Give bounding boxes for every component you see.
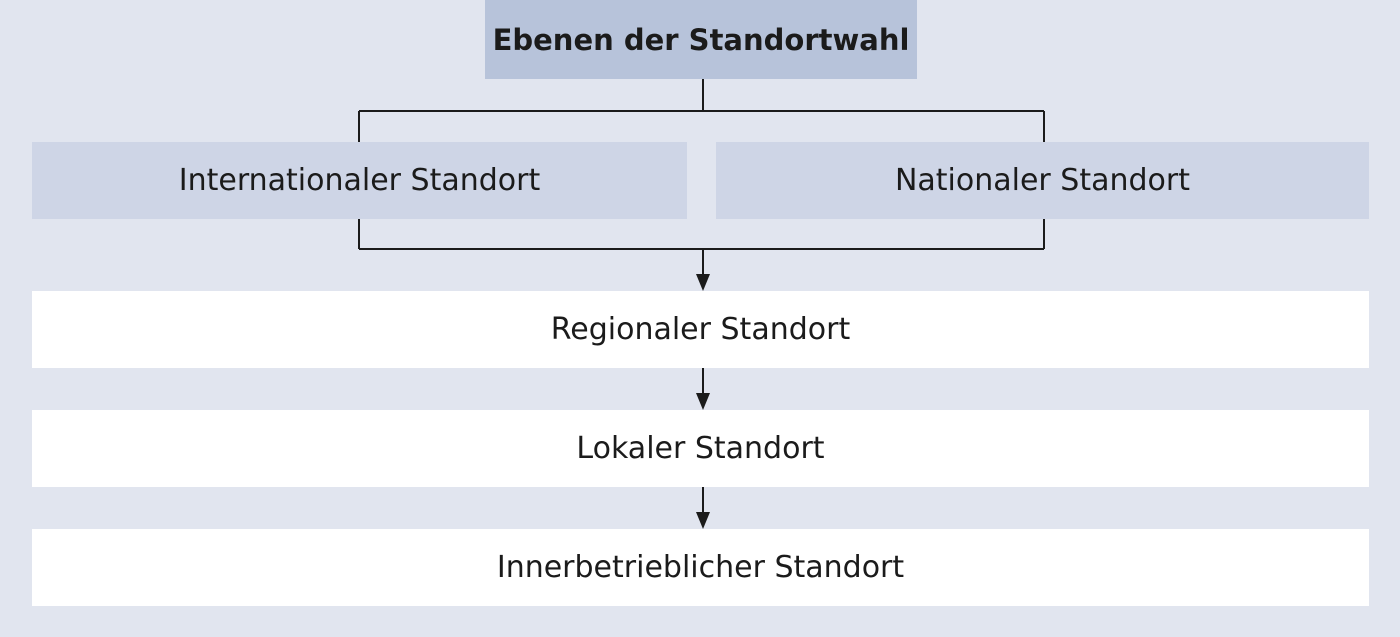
label-international-location: Internationaler Standort	[178, 163, 541, 198]
arrowhead-to-local	[696, 393, 710, 410]
box-internal-location: Innerbetrieblicher Standort	[32, 529, 1369, 606]
arrowhead-to-internal	[696, 512, 710, 529]
diagram-title-box: Ebenen der Standortwahl	[485, 0, 917, 79]
box-national-location: Nationaler Standort	[716, 142, 1369, 219]
box-regional-location: Regionaler Standort	[32, 291, 1369, 368]
box-local-location: Lokaler Standort	[32, 410, 1369, 487]
arrowhead-to-regional	[696, 274, 710, 291]
box-international-location: Internationaler Standort	[32, 142, 687, 219]
label-national-location: Nationaler Standort	[894, 163, 1191, 198]
diagram-title: Ebenen der Standortwahl	[492, 22, 910, 57]
label-regional-location: Regionaler Standort	[550, 312, 851, 347]
label-local-location: Lokaler Standort	[576, 431, 825, 466]
label-internal-location: Innerbetrieblicher Standort	[496, 550, 905, 585]
